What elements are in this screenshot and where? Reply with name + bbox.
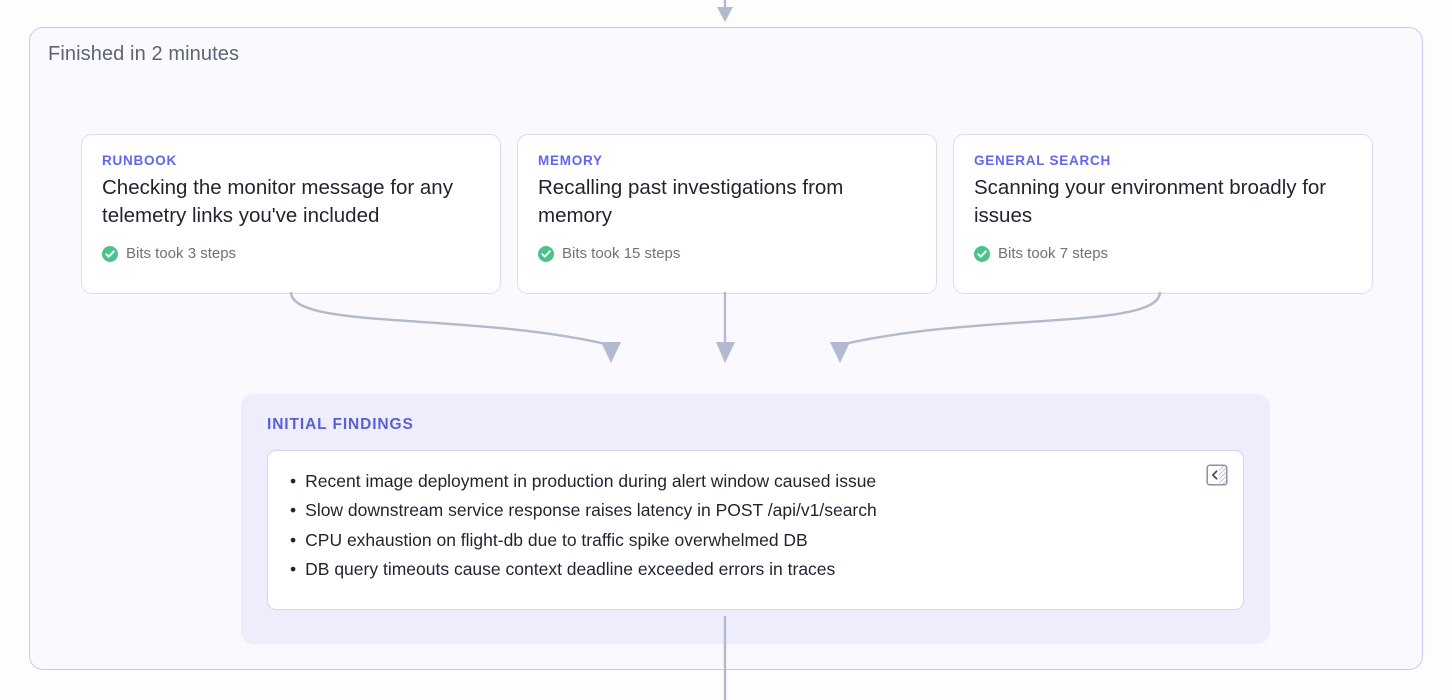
tool-card-kind-label: MEMORY	[538, 153, 603, 168]
initial-findings-panel: INITIAL FINDINGS • Recent image deployme…	[241, 394, 1270, 644]
collapse-panel-icon[interactable]	[1205, 463, 1229, 487]
tool-card-status-row: Bits took 7 steps	[974, 245, 1352, 262]
finding-item: • Slow downstream service response raise…	[290, 496, 1223, 525]
tool-card-status-row: Bits took 3 steps	[102, 245, 480, 262]
tool-card-kind-label: RUNBOOK	[102, 153, 177, 168]
tool-card-steps-label: Bits took 7 steps	[998, 245, 1109, 262]
bullet-glyph: •	[290, 559, 297, 580]
check-circle-icon	[974, 245, 990, 262]
bullet-glyph: •	[290, 500, 297, 521]
finding-item: • CPU exhaustion on flight-db due to tra…	[290, 526, 1223, 555]
tool-card-list: RUNBOOK Checking the monitor message for…	[81, 134, 1373, 294]
finding-text: Recent image deployment in production du…	[305, 471, 877, 491]
finding-text: Slow downstream service response raises …	[305, 500, 877, 521]
findings-content-box: • Recent image deployment in production …	[267, 450, 1244, 610]
incoming-connector	[717, 0, 733, 22]
tool-card-general-search[interactable]: GENERAL SEARCH Scanning your environment…	[953, 134, 1373, 294]
tool-card-description: Checking the monitor message for any tel…	[102, 176, 453, 228]
bullet-glyph: •	[290, 471, 297, 491]
check-circle-icon	[538, 245, 554, 262]
tool-card-kind-label: GENERAL SEARCH	[974, 153, 1112, 168]
phase-status-title: Finished in 2 minutes	[48, 43, 240, 65]
tool-card-description: Scanning your environment broadly for is…	[974, 176, 1327, 228]
bullet-glyph: •	[290, 529, 297, 550]
check-circle-icon	[102, 245, 118, 262]
phase-container: Finished in 2 minutes RUNBOOK Checking t…	[29, 27, 1423, 670]
initial-findings-heading: INITIAL FINDINGS	[267, 416, 414, 433]
finding-text: CPU exhaustion on flight-db due to traff…	[305, 529, 808, 550]
tool-card-status-row: Bits took 15 steps	[538, 245, 916, 262]
tool-card-memory[interactable]: MEMORY Recalling past investigations fro…	[517, 134, 937, 294]
finding-text: DB query timeouts cause context deadline…	[305, 559, 836, 580]
tool-card-steps-label: Bits took 15 steps	[562, 245, 681, 262]
tool-card-steps-label: Bits took 3 steps	[126, 245, 237, 262]
finding-item: • Recent image deployment in production …	[290, 467, 1223, 496]
tool-card-runbook[interactable]: RUNBOOK Checking the monitor message for…	[81, 134, 501, 294]
tool-card-description: Recalling past investigations from memor…	[538, 176, 844, 228]
finding-item: • DB query timeouts cause context deadli…	[290, 555, 1223, 584]
